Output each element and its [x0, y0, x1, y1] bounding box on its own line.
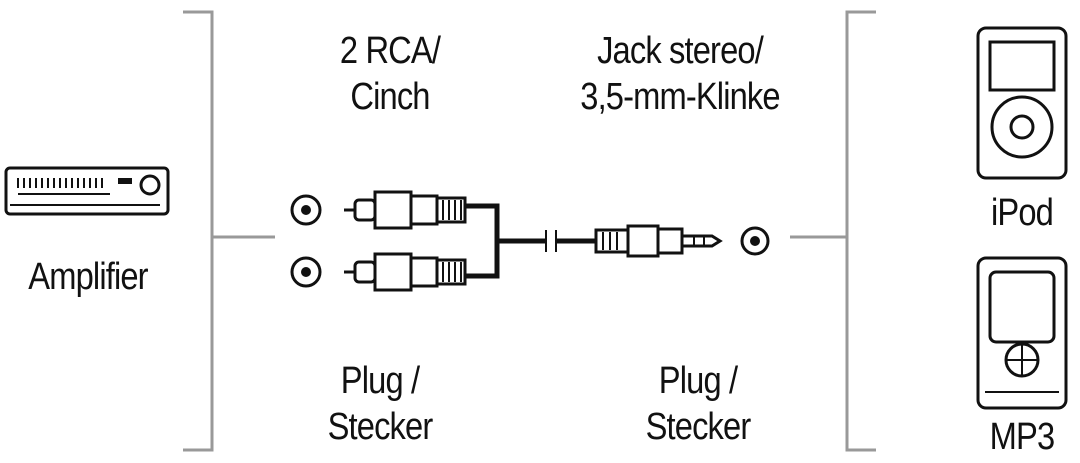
- jack-connector-line1: Jack stereo/: [597, 30, 764, 72]
- plug-right-label: Plug / Stecker: [621, 358, 776, 450]
- rca-connector-line1: 2 RCA/: [339, 30, 441, 72]
- mp3-player-icon: [976, 256, 1068, 410]
- right-bracket: [790, 10, 876, 452]
- cable-break: [545, 230, 557, 252]
- jack-connector-line2: 3,5-mm-Klinke: [580, 76, 780, 118]
- rca-connector-line2: Cinch: [350, 76, 430, 118]
- amplifier-label: Amplifier: [28, 256, 148, 298]
- rca-socket-top: [290, 194, 322, 226]
- rca-socket-bottom: [290, 256, 322, 288]
- ipod-icon: [976, 26, 1068, 180]
- plug-left-line1: Plug /: [340, 360, 420, 402]
- jack-plug: [594, 224, 723, 258]
- amplifier-icon: [4, 166, 170, 216]
- rca-connector-label: 2 RCA/ Cinch: [313, 28, 468, 120]
- mp3-label: MP3: [989, 416, 1055, 458]
- y-cable: [465, 203, 598, 279]
- plug-right-line2: Stecker: [645, 406, 752, 448]
- rca-plug-top: [344, 190, 467, 230]
- jack-connector-label: Jack stereo/ 3,5-mm-Klinke: [551, 28, 809, 120]
- ipod-label: iPod: [991, 192, 1054, 234]
- plug-right-line1: Plug /: [658, 360, 738, 402]
- plug-left-line2: Stecker: [327, 406, 434, 448]
- plug-left-label: Plug / Stecker: [303, 358, 458, 450]
- jack-socket: [740, 226, 770, 256]
- left-bracket: [183, 10, 275, 452]
- rca-plug-bottom: [344, 252, 467, 292]
